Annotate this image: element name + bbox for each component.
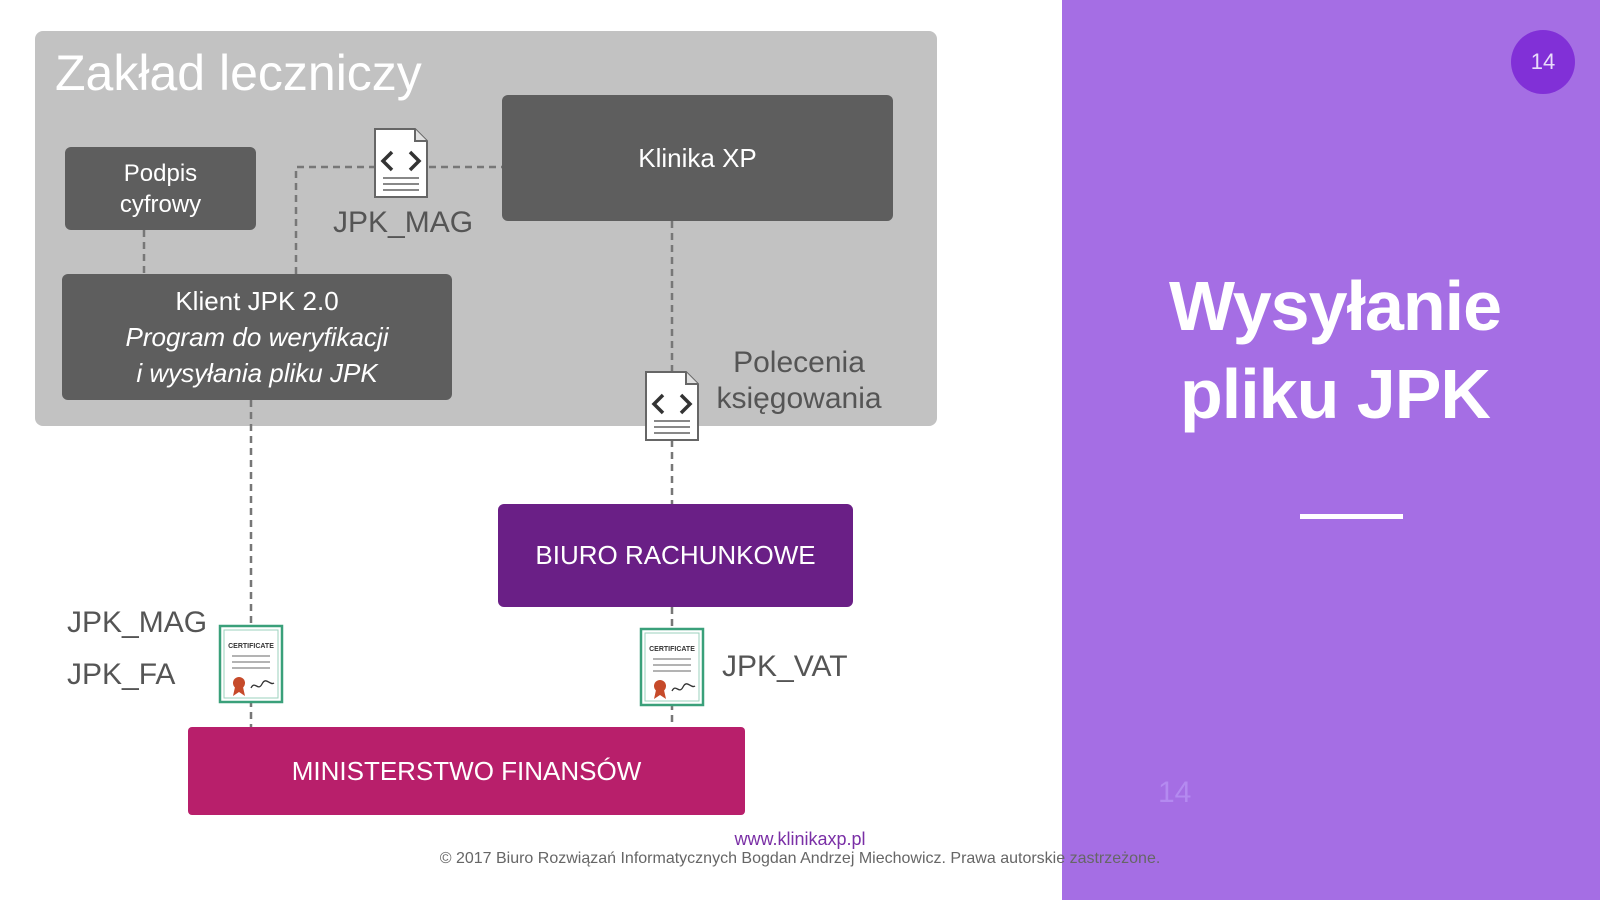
podpis-label-line-2: cyfrowy [119, 190, 202, 218]
jpk-vat-label: JPK_VAT [722, 650, 848, 683]
polecenia-label-line-2: księgowania [716, 382, 882, 415]
jpk-mag-bottom-label: JPK_MAG [67, 606, 208, 639]
certificate-label: CERTIFICATE [649, 646, 695, 653]
ministerstwo-finansow-node: MINISTERSTWO FINANSÓW [188, 727, 745, 815]
klinika-label: Klinika XP [638, 142, 757, 173]
podpis-cyfrowy-node: Podpis cyfrowy [65, 147, 256, 230]
slide-title: Wysyłanie pliku JPK [1100, 262, 1570, 438]
slide-title-line-2: pliku JPK [1180, 355, 1491, 433]
jpk-mag-top-label: JPK_MAG [333, 206, 474, 239]
biuro-rachunkowe-node: BIURO RACHUNKOWE [498, 504, 853, 607]
faded-slide-number: 14 [1158, 776, 1192, 809]
klient-label-line-2: Program do weryfikacji [125, 322, 389, 352]
jpk-fa-label: JPK_FA [67, 658, 176, 691]
certificate-icon: CERTIFICATE [639, 627, 705, 707]
klinika-xp-node: Klinika XP [502, 95, 893, 221]
clinic-group-title: Zakład leczniczy [55, 45, 422, 101]
polecenia-label-line-1: Polecenia [733, 346, 865, 379]
certificate-icon: CERTIFICATE [218, 624, 284, 704]
klient-label-line-1: Klient JPK 2.0 [175, 286, 339, 316]
polecenia-ksiegowania-label: Polecenia księgowania [714, 345, 884, 417]
klient-jpk-node: Klient JPK 2.0 Program do weryfikacji i … [62, 274, 452, 400]
klient-label-line-3: i wysyłania pliku JPK [136, 358, 378, 388]
certificate-label: CERTIFICATE [228, 643, 274, 650]
biuro-label: BIURO RACHUNKOWE [535, 540, 816, 570]
title-panel [1062, 0, 1600, 900]
slide-number-badge: 14 [1511, 30, 1575, 94]
ministerstwo-label: MINISTERSTWO FINANSÓW [291, 755, 642, 786]
title-underline [1300, 514, 1403, 519]
slide-title-line-1: Wysyłanie [1168, 267, 1502, 345]
footer-copyright: © 2017 Biuro Rozwiązań Informatycznych B… [439, 850, 1161, 867]
footer-website-link[interactable]: www.klinikaxp.pl [734, 829, 866, 849]
podpis-label-line-1: Podpis [123, 159, 198, 187]
